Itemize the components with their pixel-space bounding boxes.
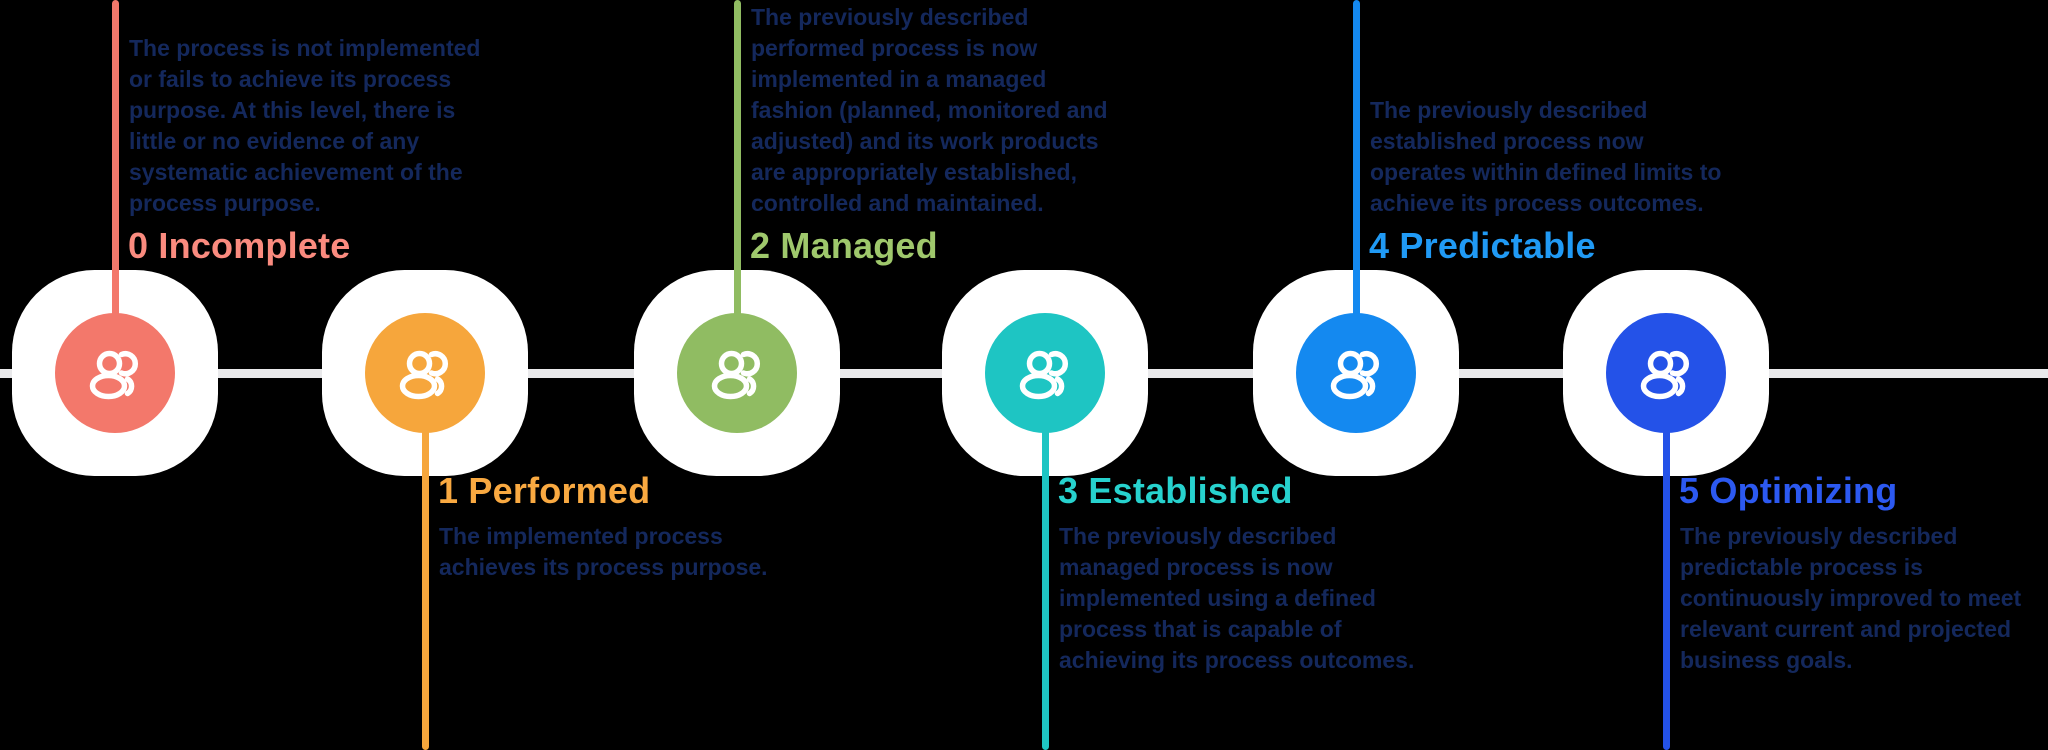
connector-line-optimizing (1662, 428, 1670, 750)
connector-line-predictable (1352, 0, 1360, 318)
level-description: The previously described managed process… (1059, 523, 1415, 673)
level-description: The previously described performed proce… (751, 4, 1108, 216)
level-heading: 2 Managed (750, 225, 938, 266)
level-heading: 1 Performed (438, 470, 651, 511)
connector-line-managed (733, 0, 741, 318)
level-description: The previously described established pro… (1370, 97, 1722, 216)
level-heading: 5 Optimizing (1679, 470, 1898, 511)
level-description: The previously described predictable pro… (1680, 523, 2022, 673)
level-heading: 0 Incomplete (128, 225, 351, 266)
level-description: The process is not implemented or fails … (129, 35, 481, 216)
connector-line-performed (421, 428, 429, 750)
connector-line-incomplete (111, 0, 119, 318)
level-description: The implemented process achieves its pro… (439, 523, 768, 580)
level-heading: 4 Predictable (1369, 225, 1596, 266)
level-heading: 3 Established (1058, 470, 1293, 511)
connector-line-established (1041, 428, 1049, 750)
timeline-axis (0, 369, 2048, 378)
